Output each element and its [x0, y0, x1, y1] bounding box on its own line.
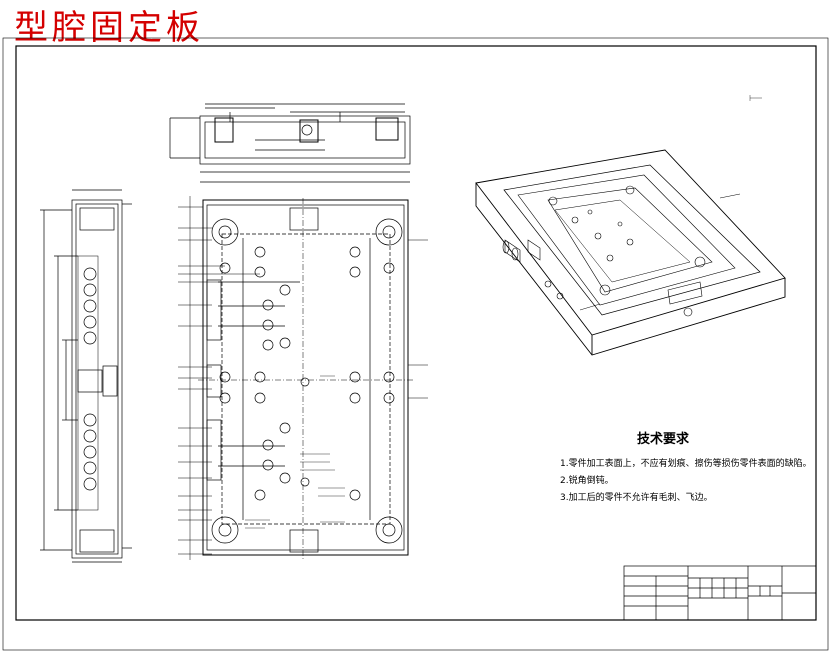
- tech-requirements-heading: 技术要求: [637, 431, 690, 447]
- tech-requirements: 技术要求 1.零件加工表面上，不应有划痕、擦伤等损伤零件表面的缺陷。 2.锐角倒…: [560, 431, 812, 503]
- tech-requirement-1: 1.零件加工表面上，不应有划痕、擦伤等损伤零件表面的缺陷。: [560, 457, 812, 469]
- front-plan-view: [198, 198, 415, 560]
- small-dimension-marks: [245, 95, 762, 529]
- sheet-border: [2, 37, 829, 651]
- side-section-view: [40, 189, 132, 563]
- tech-requirement-2: 2.锐角倒钝。: [560, 474, 614, 486]
- drawing-title-banner: 型腔固定板: [14, 8, 204, 48]
- top-section-view: [169, 103, 411, 183]
- leader-lines-left: [178, 196, 428, 560]
- title-block: [623, 565, 817, 621]
- isometric-3d-view: [475, 149, 786, 356]
- outer-frame: [15, 45, 817, 621]
- tech-requirement-3: 3.加工后的零件不允许有毛刺、飞边。: [560, 491, 713, 503]
